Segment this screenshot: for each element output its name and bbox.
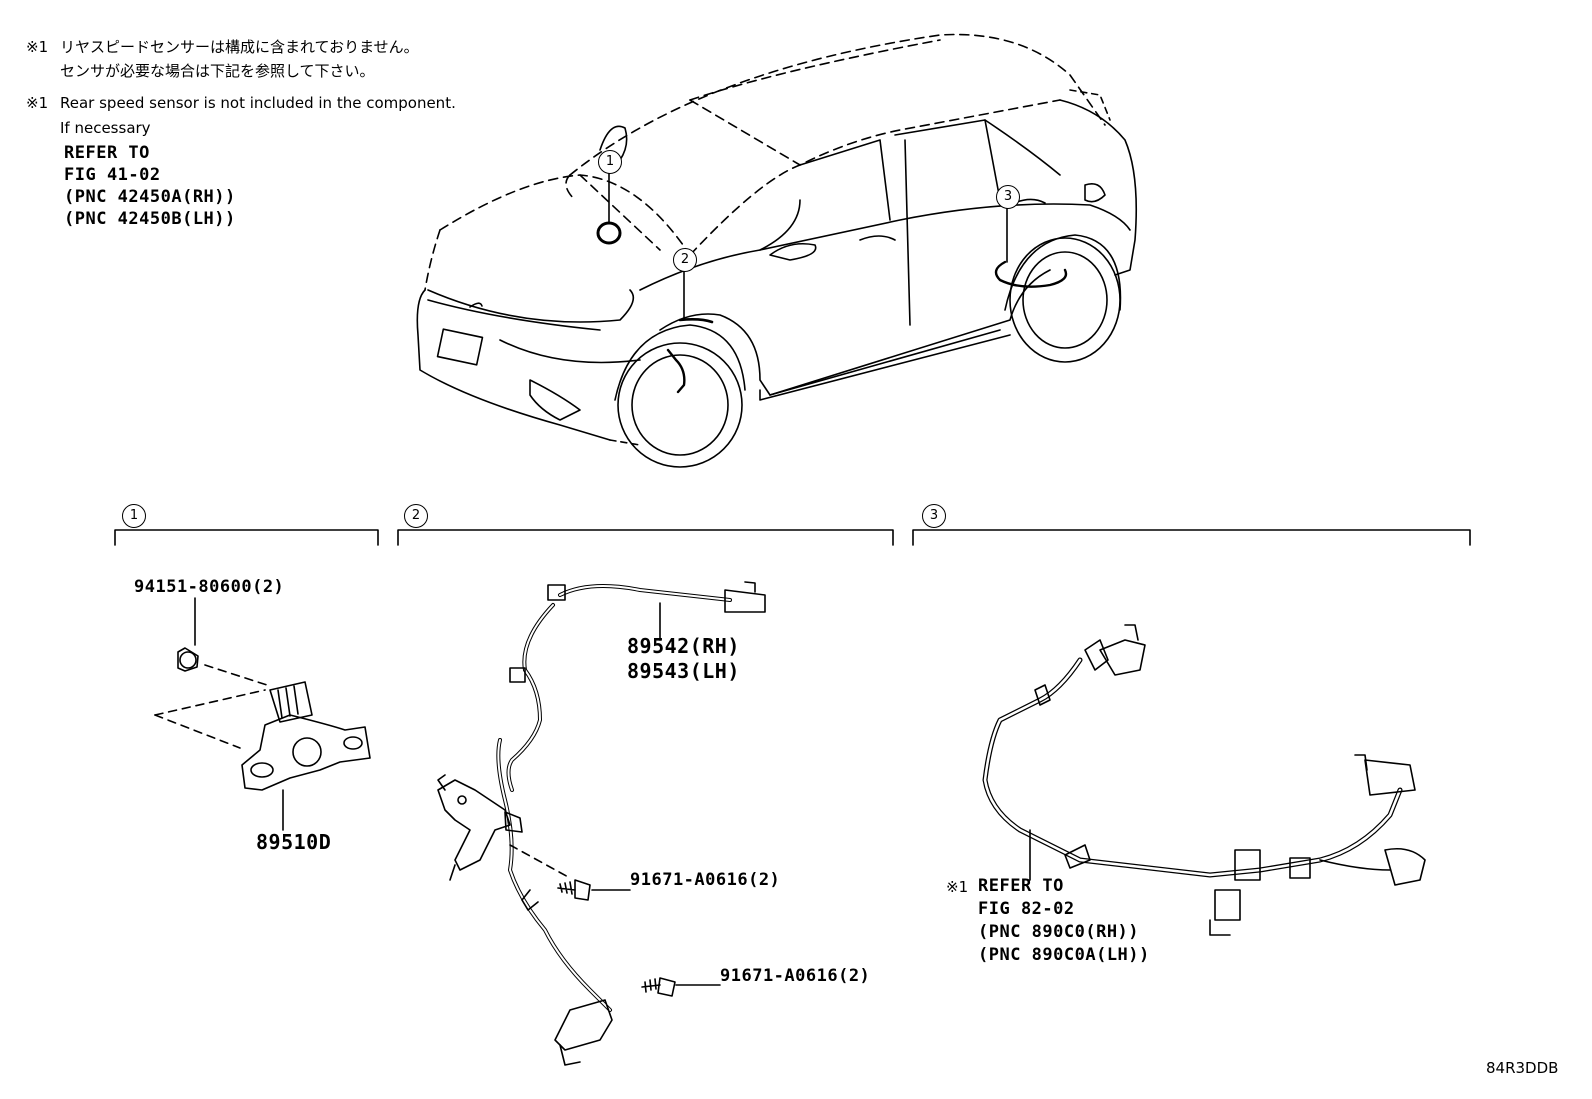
part-sensor-89542-rh[interactable]: 89542(RH) bbox=[627, 634, 740, 658]
section-brackets bbox=[114, 529, 1471, 546]
note-en-mark: ※1 bbox=[26, 94, 49, 112]
part-sensor-89510d[interactable]: 89510D bbox=[256, 830, 332, 854]
section3-refer-pnc-rh: (PNC 890C0(RH)) bbox=[978, 922, 1140, 942]
callout-2[interactable]: 2 bbox=[673, 248, 697, 272]
part-sensor-89543-lh[interactable]: 89543(LH) bbox=[627, 659, 740, 683]
note-jp-line1: リヤスピードセンサーは構成に含まれておりません。 bbox=[60, 38, 419, 56]
section2-parts bbox=[437, 581, 766, 1066]
section3-refer-pnc-lh: (PNC 890C0A(LH)) bbox=[978, 945, 1150, 965]
note-en-line2: If necessary bbox=[60, 119, 151, 137]
callout-3[interactable]: 3 bbox=[996, 185, 1020, 209]
note-jp-line2: センサが必要な場合は下記を参照して下さい。 bbox=[60, 62, 375, 80]
section3-refer-fig[interactable]: FIG 82-02 bbox=[978, 899, 1075, 919]
diagram-code: 84R3DDB bbox=[1486, 1059, 1559, 1077]
part-bolt-91671-lower[interactable]: 91671-A0616(2) bbox=[720, 966, 871, 986]
note-refer-label: REFER TO bbox=[64, 143, 150, 163]
section3-number[interactable]: 3 bbox=[922, 504, 946, 528]
note-en-line1: Rear speed sensor is not included in the… bbox=[60, 94, 456, 112]
section3-refer-label: REFER TO bbox=[978, 876, 1064, 896]
callout-1[interactable]: 1 bbox=[598, 150, 622, 174]
note-jp-mark: ※1 bbox=[26, 38, 49, 56]
part-bolt-94151[interactable]: 94151-80600(2) bbox=[134, 577, 285, 597]
section1-parts bbox=[154, 597, 371, 831]
note-refer-fig: FIG 41-02 bbox=[64, 165, 161, 185]
section2-number[interactable]: 2 bbox=[404, 504, 428, 528]
vehicle-illustration bbox=[416, 33, 1138, 468]
part-bolt-91671-upper[interactable]: 91671-A0616(2) bbox=[630, 870, 781, 890]
section1-number[interactable]: 1 bbox=[122, 504, 146, 528]
section3-note-mark: ※1 bbox=[946, 878, 969, 896]
note-refer-pnc-rh: (PNC 42450A(RH)) bbox=[64, 187, 236, 207]
note-refer-pnc-lh: (PNC 42450B(LH)) bbox=[64, 209, 236, 229]
section3-parts bbox=[982, 624, 1426, 936]
